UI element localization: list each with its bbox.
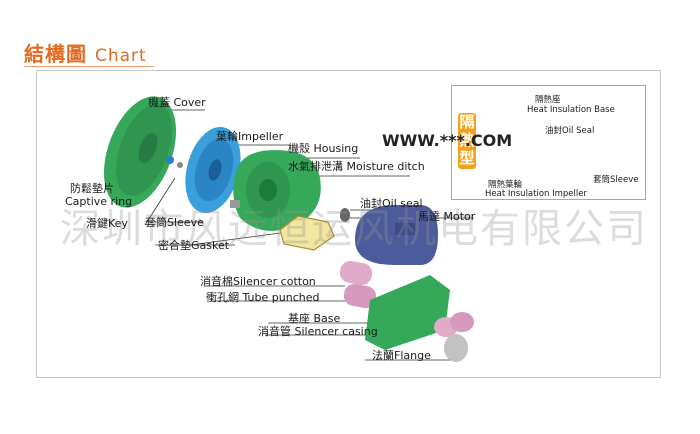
housing-part <box>233 150 321 231</box>
label-silencer-cotton: 消音棉Silencer cotton <box>200 275 316 288</box>
watermark: 深圳市风远恒运风机电有限公司 <box>60 206 648 252</box>
label-key: 滑鍵Key <box>86 217 128 230</box>
label-gasket: 密合墊Gasket <box>158 239 230 252</box>
inset-label-impeller-cn: 隔熱葉輪 <box>488 180 523 190</box>
label-motor: 馬達 Motor <box>418 210 476 223</box>
inset-label-base-cn: 隔熱座 <box>535 95 561 105</box>
captive-ring-part <box>166 156 174 164</box>
flange-part <box>444 334 468 362</box>
gasket-part <box>279 215 335 251</box>
label-sleeve: 套筒Sleeve <box>145 216 204 229</box>
title-en: Chart <box>94 46 147 66</box>
title-cn: 結構圖 <box>24 42 87 66</box>
label-housing: 機殼 Housing <box>288 142 359 155</box>
label-captive-cn: 防鬆墊片 <box>70 182 114 195</box>
inset-label-impeller-en: Heat Insulation Impeller <box>485 189 587 199</box>
inset-label-sleeve: 套筒Sleeve <box>593 175 639 185</box>
label-tube-punched: 衝孔網 Tube punched <box>206 291 320 304</box>
silencer-cotton-part <box>339 260 377 309</box>
inset-label-oil-seal: 油封Oil Seal <box>545 126 595 136</box>
oil-seal-part <box>340 208 350 222</box>
label-base: 基座 Base <box>288 312 341 325</box>
sleeve-part <box>230 200 240 208</box>
inset-badge: 隔熱型 <box>458 113 476 169</box>
label-cover: 機蓋 Cover <box>148 96 206 109</box>
label-silencer-casing: 消音管 Silencer casing <box>258 325 378 338</box>
inset-label-base-en: Heat Insulation Base <box>527 105 615 115</box>
label-moisture-ditch: 水氣排泄溝 Moisture ditch <box>288 160 425 173</box>
silencer-casing-part <box>434 312 474 337</box>
cover-part <box>103 96 177 208</box>
label-flange: 法蘭Flange <box>372 349 431 362</box>
base-part <box>365 275 450 350</box>
motor-part <box>355 205 438 265</box>
impeller-part <box>185 126 241 214</box>
label-oil-seal: 油封Oil seal <box>360 197 423 210</box>
brand-watermark: WWW.***.COM <box>382 131 513 150</box>
label-impeller: 葉輪Impeller <box>216 130 284 143</box>
page-title: 結構圖 Chart <box>24 38 147 67</box>
key-part <box>177 162 183 168</box>
heat-insulation-inset <box>451 85 646 200</box>
label-captive-en: Captive ring <box>65 195 133 208</box>
title-underline <box>24 66 154 67</box>
